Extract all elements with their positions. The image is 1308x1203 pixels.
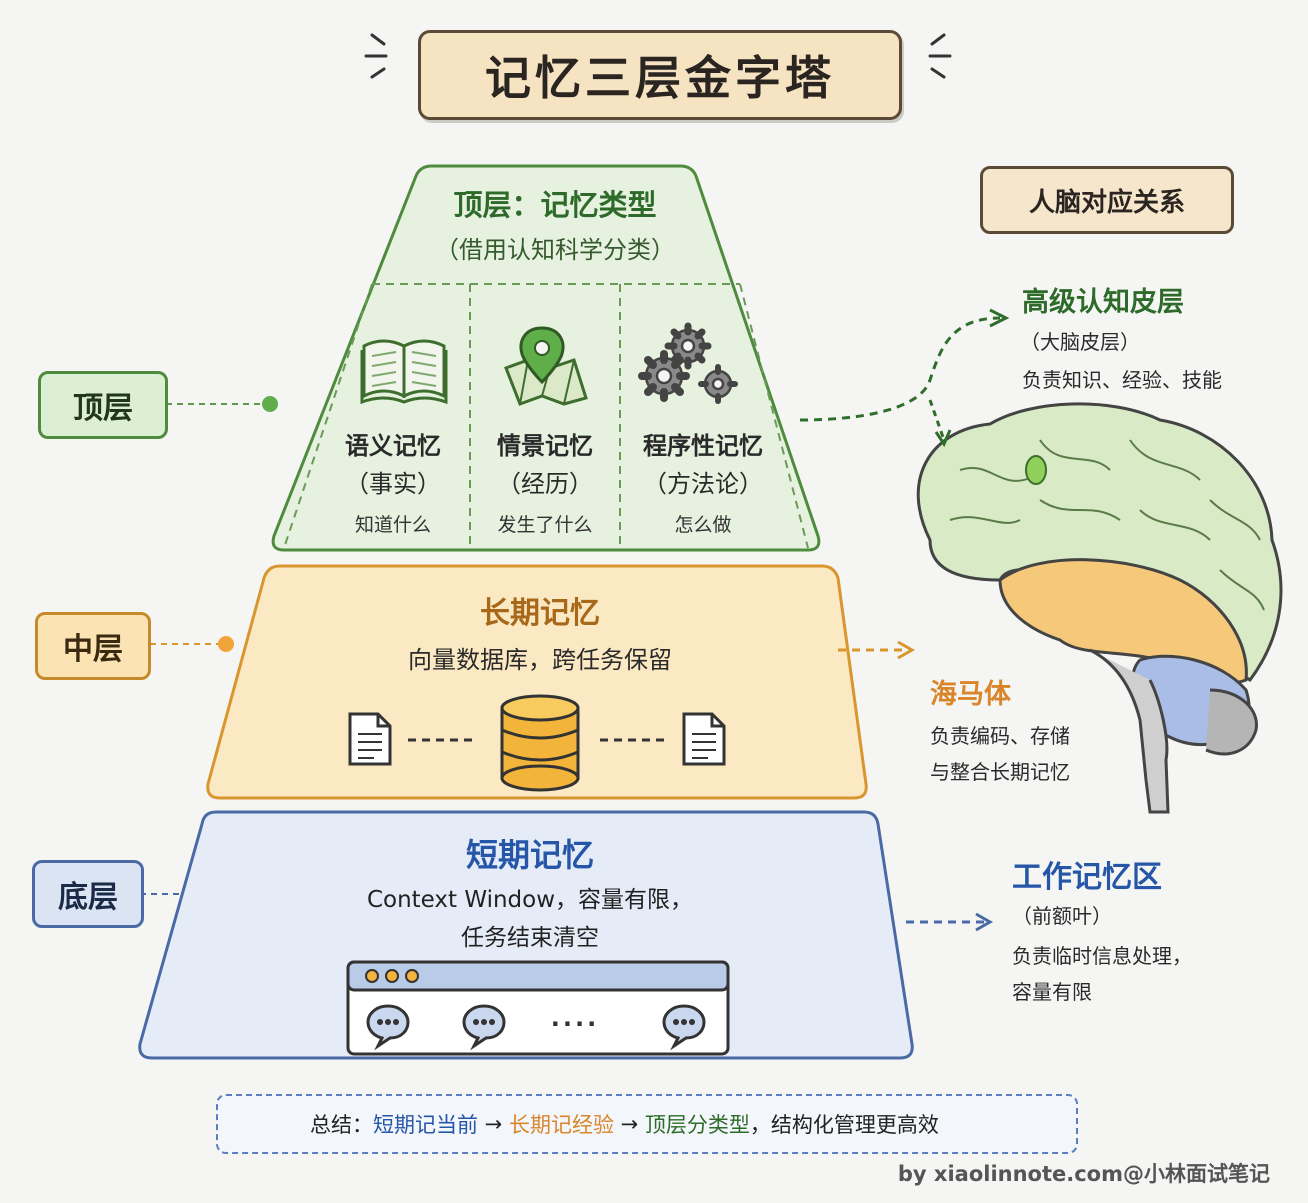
cortex-sub: （大脑皮层） (1020, 330, 1140, 354)
bottom-layer-subtitle-1: Context Window，容量有限， (366, 887, 694, 913)
hippocampus-desc-1: 负责编码、存储 (930, 724, 1070, 748)
brain-illustration (916, 402, 1283, 814)
semantic-memory-title: 语义记忆 (345, 432, 441, 460)
document-icon (348, 712, 392, 766)
window-ellipsis: .... (550, 1004, 600, 1032)
map-pin-icon (504, 326, 588, 406)
middle-layer-title: 长期记忆 (480, 596, 600, 631)
procedural-memory-title: 程序性记忆 (643, 432, 763, 460)
summary-top-layer: 顶层分类型 (644, 1113, 750, 1137)
chat-bubble-icon (662, 1004, 706, 1051)
top-layer-subtitle: （借用认知科学分类） (435, 236, 675, 264)
prefrontal-sub: （前额叶） (1012, 904, 1112, 928)
label-bottom-layer: 底层 (32, 860, 144, 928)
top-layer-title: 顶层：记忆类型 (453, 188, 657, 222)
chat-bubble-icon (366, 1004, 410, 1051)
credit-watermark: by xiaolinnote.com@小林面试笔记 (897, 1162, 1270, 1186)
summary-arrow-1: → (478, 1112, 509, 1136)
hippocampus-desc-2: 与整合长期记忆 (930, 760, 1070, 784)
summary-bar: 总结：短期记当前 → 长期记经验 → 顶层分类型，结构化管理更高效 (216, 1094, 1078, 1154)
label-middle-layer: 中层 (35, 612, 151, 680)
middle-layer-subtitle: 向量数据库，跨任务保留 (408, 646, 672, 674)
title-sparkle-right (928, 33, 952, 79)
episodic-memory-title: 情景记忆 (497, 432, 593, 460)
document-icon (682, 712, 726, 766)
prefrontal-title: 工作记忆区 (1012, 860, 1162, 895)
summary-suffix: ，结构化管理更高效 (749, 1113, 939, 1137)
episodic-memory-sub: （经历） (497, 470, 593, 498)
bottom-layer-subtitle-2: 任务结束清空 (461, 925, 599, 951)
arrow-to-cortex (799, 316, 1001, 422)
summary-short-term: 短期记当前 (373, 1113, 478, 1137)
prefrontal-desc-2: 容量有限 (1012, 980, 1092, 1004)
page-title: 记忆三层金字塔 (418, 30, 902, 120)
prefrontal-desc-1: 负责临时信息处理， (1012, 944, 1192, 968)
cortex-desc: 负责知识、经验、技能 (1022, 368, 1222, 392)
context-window (346, 960, 730, 1056)
cortex-title: 高级认知皮层 (1022, 287, 1184, 318)
procedural-memory-sub: （方法论） (643, 470, 763, 498)
title-sparkle-left (364, 33, 388, 79)
brain-mapping-header: 人脑对应关系 (980, 166, 1234, 234)
semantic-memory-sub: （事实） (345, 470, 441, 498)
label-top-layer: 顶层 (38, 371, 168, 439)
episodic-memory-desc: 发生了什么 (497, 514, 593, 536)
semantic-memory-desc: 知道什么 (354, 514, 431, 536)
summary-long-term: 长期记经验 (508, 1113, 614, 1137)
open-book-icon (360, 339, 448, 405)
bottom-layer-title: 短期记忆 (465, 836, 594, 874)
chat-bubble-icon (462, 1004, 506, 1051)
procedural-memory-desc: 怎么做 (674, 514, 732, 536)
summary-arrow-2: → (613, 1112, 645, 1136)
hippocampus-title: 海马体 (930, 679, 1011, 710)
database-icon (500, 694, 580, 792)
gears-icon (638, 322, 738, 404)
summary-prefix: 总结： (310, 1113, 373, 1137)
